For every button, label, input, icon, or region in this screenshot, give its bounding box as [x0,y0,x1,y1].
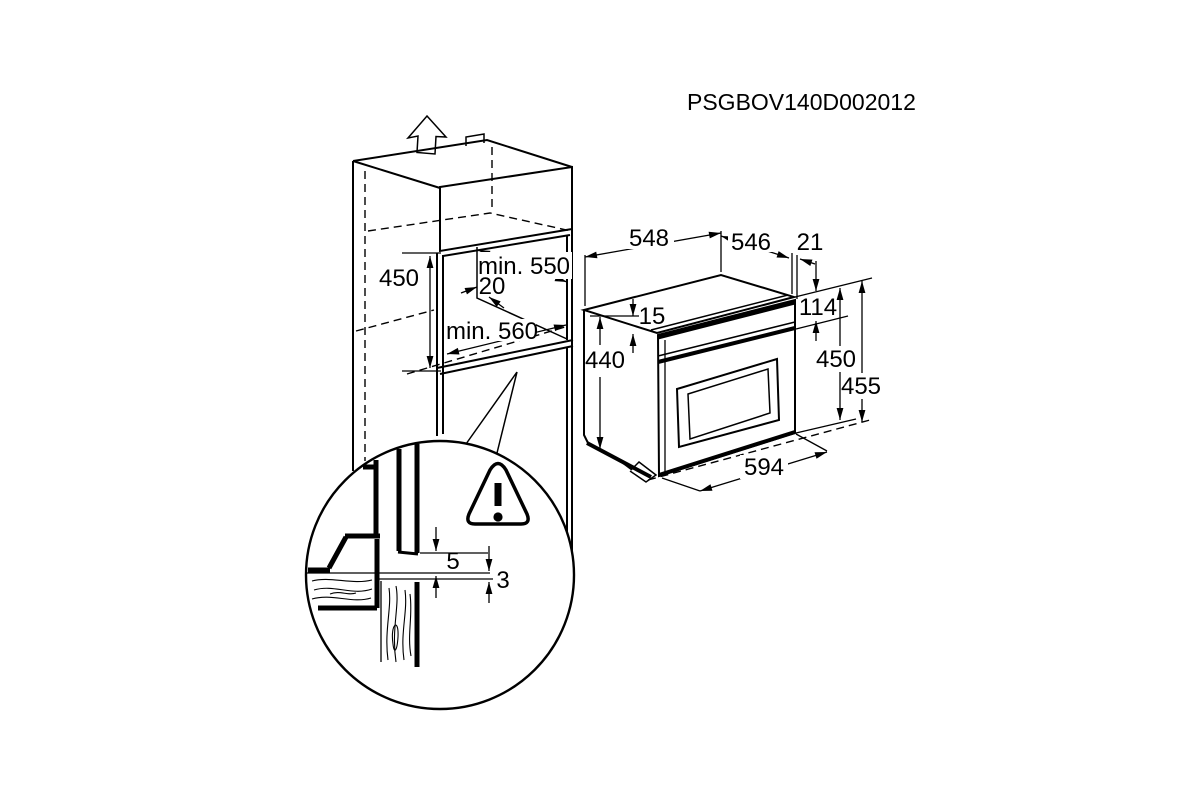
oven-unit [580,273,798,483]
dim-detail-upper-gap: 5 [446,548,459,575]
part-number: PSGBOV140D002012 [687,89,916,115]
dim-frame-offset: 21 [797,229,824,256]
dim-niche-height: 450 [379,265,419,292]
warning-triangle-icon [466,461,530,526]
labels: PSGBOV140D002012 450 min. 550 20 min. 56… [379,89,916,594]
dim-front-height: 450 [816,346,856,373]
dim-body-width: 546 [731,229,771,256]
detail-circle [304,439,576,711]
dim-body-depth: 548 [629,225,669,252]
dim-panel-height: 114 [799,294,837,321]
dim-front-width: 594 [744,454,784,481]
detail-callout [304,371,576,711]
dim-rear-gap: 20 [479,273,506,300]
dim-top-gap: 15 [639,303,666,330]
up-arrow-icon [406,114,448,155]
dim-niche-width: min. 560 [446,318,538,345]
dim-total-height: 455 [841,373,881,400]
dim-detail-lower-gap: 3 [496,567,509,594]
dim-body-height: 440 [585,347,625,374]
